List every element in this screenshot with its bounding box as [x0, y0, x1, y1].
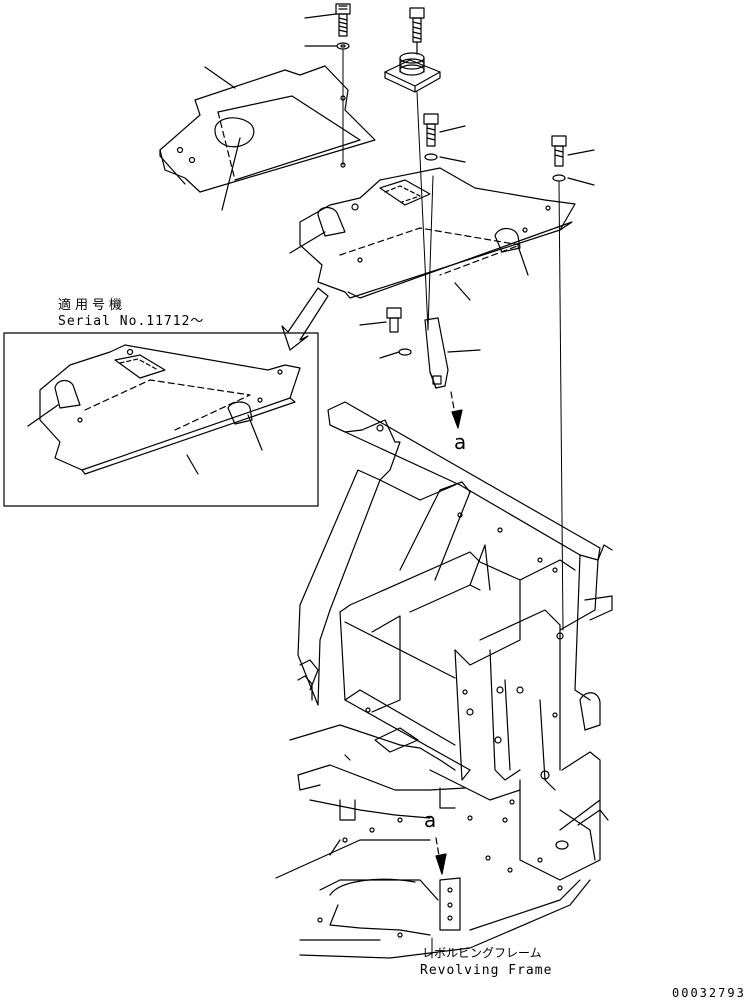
spring-mount	[384, 52, 441, 93]
bolt-mid	[423, 113, 439, 147]
upper-cover	[159, 65, 376, 193]
main-frame	[297, 401, 613, 881]
inset-frame	[3, 332, 319, 507]
callout-a-top: a	[454, 430, 467, 454]
revolving-frame-label-en: Revolving Frame	[420, 963, 553, 978]
inset-serial-label: Serial No.11712～	[58, 314, 205, 329]
washer-top-left	[336, 42, 350, 50]
inset-cover	[39, 344, 301, 475]
revolving-frame-label-jp: レボルビングフレーム	[422, 946, 542, 960]
bolt-top-left	[335, 3, 351, 37]
lower-cover	[299, 167, 576, 299]
revolving-frame	[275, 724, 591, 959]
callout-a-bottom: a	[424, 808, 437, 832]
bolt-top-center	[409, 7, 425, 43]
bolt-right	[551, 135, 567, 167]
bracket	[359, 307, 481, 389]
document-number: 00032793	[672, 986, 746, 1000]
leader-bolt-1	[304, 13, 337, 19]
inset-applicable-label: 適用号機	[58, 298, 127, 313]
inset-arrow	[281, 287, 329, 351]
